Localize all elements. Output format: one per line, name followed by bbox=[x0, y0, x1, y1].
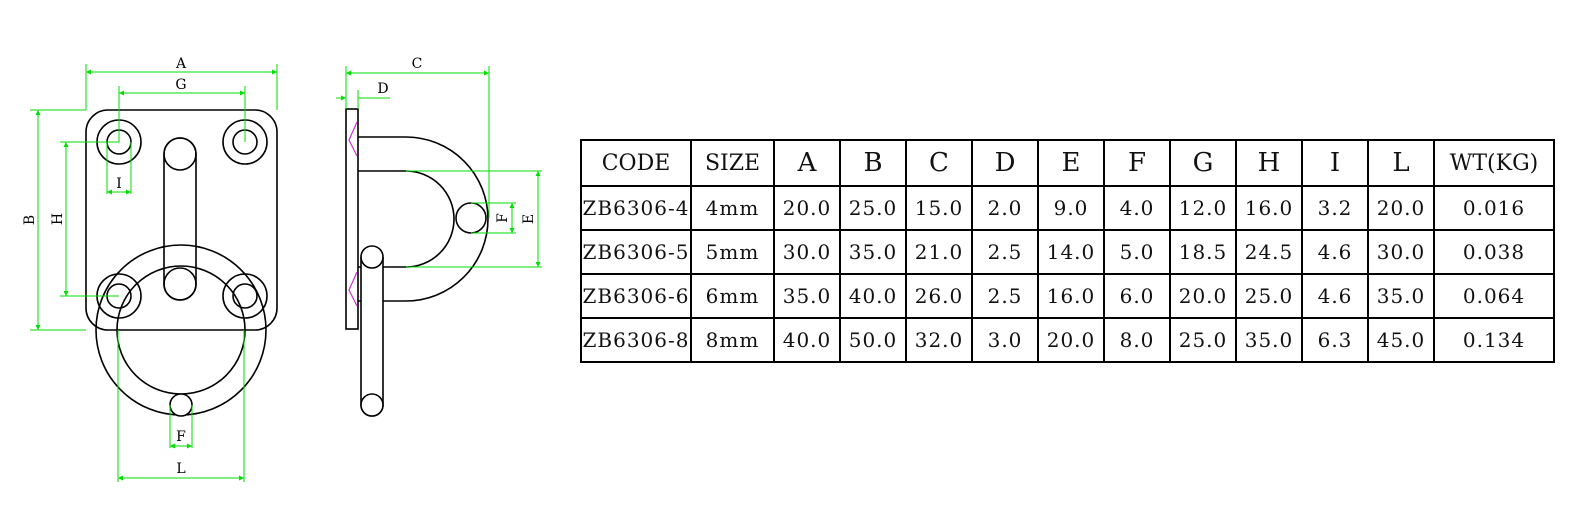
table-cell: 18.5 bbox=[1169, 229, 1237, 275]
table-cell: 50.0 bbox=[839, 317, 907, 363]
table-cell: 24.5 bbox=[1235, 229, 1303, 275]
table-cell: 30.0 bbox=[773, 229, 841, 275]
side-plate bbox=[345, 108, 359, 330]
table-cell: 4.6 bbox=[1301, 229, 1369, 275]
table-cell: 5.0 bbox=[1103, 229, 1171, 275]
table-cell: 0.064 bbox=[1433, 273, 1555, 319]
col-header-b: B bbox=[839, 139, 907, 187]
front-view-labels: A G B H I F L bbox=[22, 56, 187, 477]
table-cell: 26.0 bbox=[905, 273, 973, 319]
side-eye-bar bbox=[358, 136, 489, 302]
table-cell: 0.134 bbox=[1433, 317, 1555, 363]
col-header-l: L bbox=[1367, 139, 1435, 187]
table-cell: 0.038 bbox=[1433, 229, 1555, 275]
table-cell: ZB6306-8 bbox=[580, 317, 692, 363]
dim-label-d: D bbox=[377, 81, 388, 97]
table-cell: 35.0 bbox=[1367, 273, 1435, 319]
table-cell: 40.0 bbox=[773, 317, 841, 363]
table-cell: 35.0 bbox=[773, 273, 841, 319]
table-cell: 16.0 bbox=[1037, 273, 1105, 319]
table-cell: 2.0 bbox=[971, 185, 1039, 231]
table-cell: 20.0 bbox=[1169, 273, 1237, 319]
table-cell: 0.016 bbox=[1433, 185, 1555, 231]
table-cell: 16.0 bbox=[1235, 185, 1303, 231]
table-cell: 8mm bbox=[690, 317, 775, 363]
side-view bbox=[345, 108, 489, 417]
table-cell: 4.6 bbox=[1301, 273, 1369, 319]
table-cell: ZB6306-6 bbox=[580, 273, 692, 319]
table-cell: 20.0 bbox=[1037, 317, 1105, 363]
side-view-dimensions bbox=[336, 66, 542, 268]
col-header-h: H bbox=[1235, 139, 1303, 187]
table-cell: 32.0 bbox=[905, 317, 973, 363]
dim-label-f-front: F bbox=[176, 429, 186, 445]
table-cell: 2.5 bbox=[971, 229, 1039, 275]
table-cell: 25.0 bbox=[1169, 317, 1237, 363]
table-cell: 5mm bbox=[690, 229, 775, 275]
table-cell: 20.0 bbox=[1367, 185, 1435, 231]
col-header-c: C bbox=[905, 139, 973, 187]
table-cell: 35.0 bbox=[1235, 317, 1303, 363]
table-cell: 8.0 bbox=[1103, 317, 1171, 363]
table-cell: 3.2 bbox=[1301, 185, 1369, 231]
table-cell: 6.3 bbox=[1301, 317, 1369, 363]
table-cell: 15.0 bbox=[905, 185, 973, 231]
table-cell: 6.0 bbox=[1103, 273, 1171, 319]
dim-label-f-side: F bbox=[495, 213, 511, 223]
technical-drawing: A G B H I F L bbox=[22, 56, 542, 482]
dim-label-i: I bbox=[116, 176, 122, 192]
table-cell: ZB6306-4 bbox=[580, 185, 692, 231]
table-cell: 14.0 bbox=[1037, 229, 1105, 275]
table-cell: 21.0 bbox=[905, 229, 973, 275]
spec-table: CODE SIZE A B C D E F G H I L WT(KG) ZB6… bbox=[580, 139, 1555, 363]
front-view-dimensions bbox=[30, 64, 278, 482]
col-header-d: D bbox=[971, 139, 1039, 187]
table-cell: 20.0 bbox=[773, 185, 841, 231]
eye-bar bbox=[163, 137, 197, 301]
table-cell: 9.0 bbox=[1037, 185, 1105, 231]
table-cell: 35.0 bbox=[839, 229, 907, 275]
table-cell: 4.0 bbox=[1103, 185, 1171, 231]
dim-label-a: A bbox=[175, 56, 187, 72]
table-header-row: CODE SIZE A B C D E F G H I L WT(KG) bbox=[580, 139, 1555, 187]
side-ring bbox=[360, 257, 384, 417]
side-view-labels: C D E F bbox=[377, 56, 537, 224]
col-header-i: I bbox=[1301, 139, 1369, 187]
table-row: ZB6306-4 4mm 20.0 25.0 15.0 2.0 9.0 4.0 … bbox=[580, 185, 1555, 231]
table-cell: 6mm bbox=[690, 273, 775, 319]
weld-marks bbox=[348, 121, 358, 307]
dim-label-e: E bbox=[521, 214, 537, 224]
table-cell: 4mm bbox=[690, 185, 775, 231]
table-cell: 2.5 bbox=[971, 273, 1039, 319]
col-header-g: G bbox=[1169, 139, 1237, 187]
table-cell: 25.0 bbox=[1235, 273, 1303, 319]
col-header-f: F bbox=[1103, 139, 1171, 187]
mount-hole-bottom-right bbox=[222, 273, 268, 319]
dim-label-h: H bbox=[50, 213, 66, 225]
table-cell: 40.0 bbox=[839, 273, 907, 319]
ring-section bbox=[169, 393, 193, 417]
dim-label-b: B bbox=[22, 215, 38, 225]
table-cell: 30.0 bbox=[1367, 229, 1435, 275]
table-cell: 25.0 bbox=[839, 185, 907, 231]
col-header-size: SIZE bbox=[690, 139, 775, 187]
col-header-a: A bbox=[773, 139, 841, 187]
table-cell: ZB6306-5 bbox=[580, 229, 692, 275]
front-view bbox=[85, 109, 278, 417]
col-header-code: CODE bbox=[580, 139, 692, 187]
dim-label-c: C bbox=[412, 56, 423, 72]
dim-label-g: G bbox=[175, 77, 186, 93]
table-row: ZB6306-5 5mm 30.0 35.0 21.0 2.5 14.0 5.0… bbox=[580, 229, 1555, 275]
col-header-e: E bbox=[1037, 139, 1105, 187]
table-row: ZB6306-8 8mm 40.0 50.0 32.0 3.0 20.0 8.0… bbox=[580, 317, 1555, 363]
col-header-weight: WT(KG) bbox=[1433, 139, 1555, 187]
dim-label-l: L bbox=[176, 461, 185, 477]
side-bar-section bbox=[455, 202, 487, 234]
table-cell: 45.0 bbox=[1367, 317, 1435, 363]
table-row: ZB6306-6 6mm 35.0 40.0 26.0 2.5 16.0 6.0… bbox=[580, 273, 1555, 319]
base-plate-outline bbox=[85, 109, 278, 331]
table-cell: 3.0 bbox=[971, 317, 1039, 363]
table-cell: 12.0 bbox=[1169, 185, 1237, 231]
